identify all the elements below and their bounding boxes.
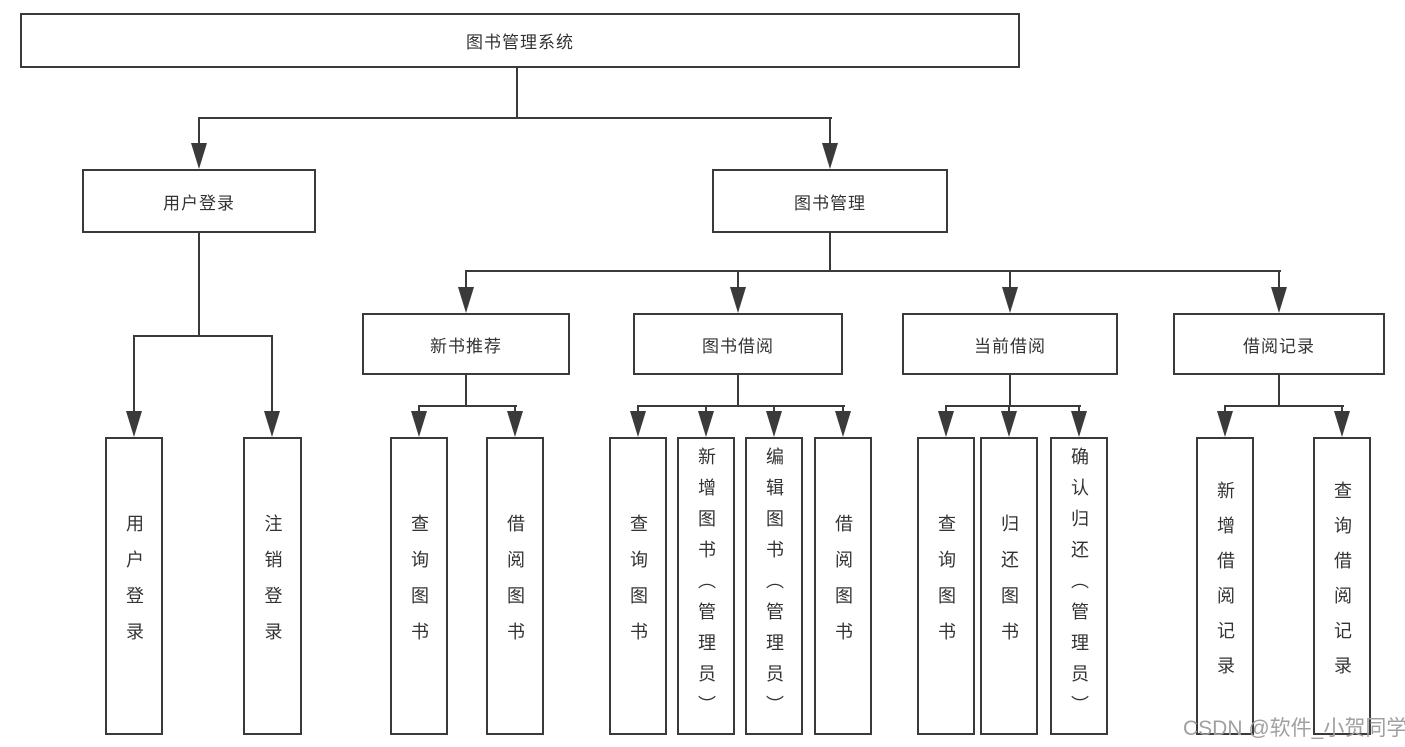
connector-mgmt-drop [737, 270, 739, 289]
leaf-user-login-label: 用户登录 [124, 514, 144, 658]
connector-root-bus [198, 117, 832, 119]
node-book-borrowing-label: 图书借阅 [702, 336, 774, 356]
connector-borrowing-drop [842, 405, 844, 413]
connector-current-drop [1078, 405, 1080, 413]
connector-current-drop [1008, 405, 1010, 413]
arrowhead-down-icon [1001, 411, 1017, 437]
leaf-current-query: 查询图书 [917, 437, 975, 735]
node-current-borrowing: 当前借阅 [902, 313, 1118, 375]
arrowhead-down-icon [1002, 287, 1018, 313]
connector-current-stem [1009, 375, 1011, 407]
connector-records-bus [1224, 405, 1344, 407]
node-current-borrowing-label: 当前借阅 [974, 336, 1046, 356]
leaf-borrow-add-admin: 新增图书（管理员） [677, 437, 735, 735]
leaf-borrow-query-label: 查询图书 [628, 514, 648, 658]
connector-borrowing-bus [637, 405, 845, 407]
node-borrowing-records: 借阅记录 [1173, 313, 1385, 375]
arrowhead-down-icon [411, 411, 427, 437]
arrowhead-down-icon [191, 143, 207, 169]
arrowhead-down-icon [835, 411, 851, 437]
leaf-borrow-query: 查询图书 [609, 437, 667, 735]
arrowhead-down-icon [264, 411, 280, 437]
leaf-current-confirm-admin-label: 确认归还（管理员） [1069, 446, 1089, 726]
leaf-user-login: 用户登录 [105, 437, 163, 735]
arrowhead-down-icon [1271, 287, 1287, 313]
arrowhead-down-icon [730, 287, 746, 313]
arrowhead-down-icon [126, 411, 142, 437]
leaf-newbooks-borrow: 借阅图书 [486, 437, 544, 735]
leaf-borrow-add-admin-label: 新增图书（管理员） [696, 446, 716, 726]
connector-root-drop [198, 117, 200, 145]
leaf-records-add-label: 新增借阅记录 [1215, 481, 1235, 691]
node-book-borrowing: 图书借阅 [633, 313, 843, 375]
connector-borrowing-drop [773, 405, 775, 413]
leaf-current-return-label: 归还图书 [999, 514, 1019, 658]
node-borrowing-records-label: 借阅记录 [1243, 336, 1315, 356]
arrowhead-down-icon [1217, 411, 1233, 437]
arrowhead-down-icon [938, 411, 954, 437]
connector-records-drop [1341, 405, 1343, 413]
leaf-borrow-borrow-label: 借阅图书 [833, 514, 853, 658]
connector-newbooks-drop [418, 405, 420, 413]
connector-mgmt-stem [829, 233, 831, 272]
node-new-book-recommend-label: 新书推荐 [430, 336, 502, 356]
arrowhead-down-icon [630, 411, 646, 437]
connector-root-stem [516, 68, 518, 118]
connector-newbooks-drop [514, 405, 516, 413]
node-book-management: 图书管理 [712, 169, 948, 233]
leaf-logout: 注销登录 [243, 437, 302, 735]
connector-current-bus [945, 405, 1081, 407]
connector-login-drop [271, 335, 273, 413]
node-new-book-recommend: 新书推荐 [362, 313, 570, 375]
connector-borrowing-stem [737, 375, 739, 407]
connector-newbooks-bus [418, 405, 517, 407]
csdn-watermark: CSDN @软件_小贺同学 [1183, 717, 1405, 740]
arrowhead-down-icon [698, 411, 714, 437]
leaf-records-add: 新增借阅记录 [1196, 437, 1254, 735]
connector-current-drop [945, 405, 947, 413]
connector-mgmt-bus [465, 270, 1281, 272]
leaf-current-return: 归还图书 [980, 437, 1038, 735]
leaf-newbooks-query-label: 查询图书 [409, 514, 429, 658]
connector-records-stem [1278, 375, 1280, 407]
connector-mgmt-drop [1009, 270, 1011, 289]
arrowhead-down-icon [766, 411, 782, 437]
connector-mgmt-drop [465, 270, 467, 289]
leaf-current-query-label: 查询图书 [936, 514, 956, 658]
connector-records-drop [1224, 405, 1226, 413]
leaf-current-confirm-admin: 确认归还（管理员） [1050, 437, 1108, 735]
leaf-records-query-label: 查询借阅记录 [1332, 481, 1352, 691]
node-user-login: 用户登录 [82, 169, 316, 233]
connector-borrowing-drop [637, 405, 639, 413]
arrowhead-down-icon [458, 287, 474, 313]
leaf-records-query: 查询借阅记录 [1313, 437, 1371, 735]
node-root-system: 图书管理系统 [20, 13, 1020, 68]
leaf-borrow-edit-admin-label: 编辑图书（管理员） [764, 446, 784, 726]
node-root-label: 图书管理系统 [466, 33, 574, 52]
connector-login-drop [133, 335, 135, 413]
arrowhead-down-icon [1071, 411, 1087, 437]
connector-borrowing-drop [705, 405, 707, 413]
connector-mgmt-drop [1278, 270, 1280, 289]
leaf-logout-label: 注销登录 [262, 514, 283, 658]
leaf-newbooks-borrow-label: 借阅图书 [505, 514, 525, 658]
node-user-login-label: 用户登录 [163, 193, 235, 213]
node-book-management-label: 图书管理 [794, 193, 866, 213]
arrowhead-down-icon [507, 411, 523, 437]
connector-newbooks-stem [465, 375, 467, 407]
leaf-borrow-borrow: 借阅图书 [814, 437, 872, 735]
connector-root-drop [829, 117, 831, 145]
arrowhead-down-icon [1334, 411, 1350, 437]
leaf-borrow-edit-admin: 编辑图书（管理员） [745, 437, 803, 735]
connector-login-stem [198, 233, 200, 337]
connector-login-bus [133, 335, 273, 337]
leaf-newbooks-query: 查询图书 [390, 437, 448, 735]
arrowhead-down-icon [822, 143, 838, 169]
